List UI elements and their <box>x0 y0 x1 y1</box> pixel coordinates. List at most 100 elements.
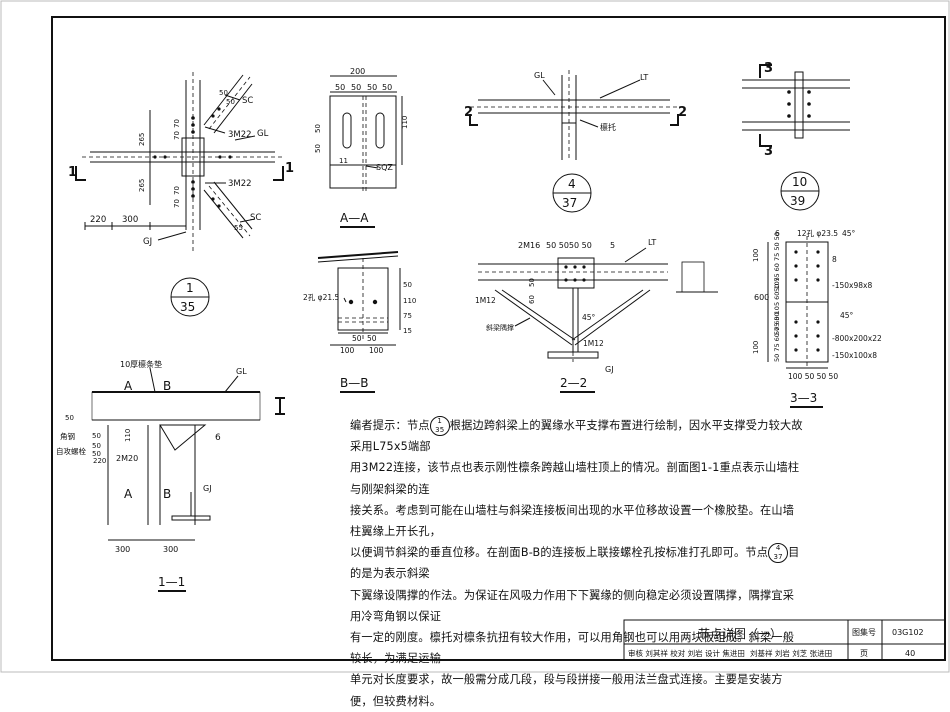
detail-section-22: 2M16 50 5050 50 5 LT 1M12 1M12 45° 斜梁隅撑 … <box>475 238 718 393</box>
note-line-2: 用3M22连接，该节点也表示刚性檩条跨越山墙柱顶上的情况。剖面图1-1重点表示山… <box>350 461 800 496</box>
s33-bottom-dims: 100 50 50 50 <box>788 372 838 381</box>
note-ref1-num: 1 <box>437 417 443 425</box>
dim-70d: 70 <box>173 199 181 208</box>
note-line4-b: 目的是为表示斜梁 <box>350 546 800 581</box>
drawing-frame <box>51 16 946 661</box>
s22-m12a: 1M12 <box>475 296 496 305</box>
drawing-sheet: 1 1 220 300 265 265 70 70 70 70 50 50 55… <box>0 0 950 673</box>
s11-gj: GJ <box>203 484 212 493</box>
label-gl: GL <box>257 129 269 139</box>
s33-dim-100a: 100 <box>752 249 760 262</box>
s11-dim-300a: 300 <box>115 545 130 554</box>
sec-3-bottom: 3 <box>764 144 773 159</box>
aa-dim-50-2: 50 <box>351 83 361 92</box>
bb-dim-50a: 50 <box>403 281 412 289</box>
sec-2-right: 2 <box>678 105 687 120</box>
aa-dim-50-3: 50 <box>367 83 377 92</box>
label-sc-top: SC <box>242 96 253 106</box>
label-sc-bottom: SC <box>250 213 261 223</box>
dim-265b: 265 <box>138 179 146 192</box>
detail-flange-10-39: 3 3 10 39 <box>742 61 850 211</box>
s11-title: 1—1 <box>158 575 185 589</box>
label-3m22-top: 3M22 <box>228 130 252 140</box>
s11-dim-6: 6 <box>215 433 221 443</box>
bb-plate <box>337 267 389 331</box>
ref-1-35-den: 35 <box>180 300 195 314</box>
detail-elevation-4-37: 2 2 GL LT 檩托 4 37 <box>464 70 687 213</box>
s33-dim-600: 600 <box>754 293 769 302</box>
note-ref2-den: 37 <box>773 553 783 562</box>
s22-gj: GJ <box>605 365 614 374</box>
aa-dim-50-4: 50 <box>382 83 392 92</box>
aa-dim-200: 200 <box>350 67 365 76</box>
s33-angle2: 45° <box>840 311 854 320</box>
s11-a-bot: A <box>124 487 133 501</box>
sheet-edge <box>0 0 950 673</box>
s33-title: 3—3 <box>790 391 817 405</box>
s33-vdims-bot: 50 75 60 75 50 <box>773 312 781 362</box>
note-line-6: 有一定的刚度。檩托对檩条抗扭有较大作用，可以用角钢也可以用两块板组成。斜梁一般较… <box>350 631 795 666</box>
s22-dims: 50 5050 50 <box>546 241 592 250</box>
s11-gl: GL <box>236 367 247 376</box>
aa-label-sqz: SQZ <box>376 163 393 172</box>
note-line4-a: 以便调节斜梁的垂直位移。在剖面B-B的连接板上联接螺栓孔按标准打孔即可。节点 <box>350 546 769 560</box>
label-gj: GJ <box>143 237 152 247</box>
aa-dim-50v2: 50 <box>314 124 322 133</box>
ref-4-37-den: 37 <box>562 196 577 210</box>
sec-1-left: 1 <box>68 165 77 180</box>
ref-10-39-den: 39 <box>790 194 805 208</box>
ref-4-37-num: 4 <box>568 177 576 191</box>
dim-50a: 50 <box>219 89 228 97</box>
sec-3-top: 3 <box>764 61 773 76</box>
note-line-7: 单元对长度要求，故一般需分成几段，段与段拼接一般用法兰盘式连接。主要是安装方便，… <box>350 673 783 708</box>
sec-1-right: 1 <box>285 161 294 176</box>
s11-dim-110: 110 <box>124 429 132 442</box>
aa-slot-right <box>375 112 385 149</box>
dim-300: 300 <box>122 215 138 225</box>
aa-dim-110: 110 <box>401 116 409 129</box>
s11-self-tap: 自攻螺栓 <box>56 446 86 456</box>
detail-section-33: 600 100 100 50 75 60 75 50 50 50 60 105 … <box>752 229 882 408</box>
s33-holes: 12孔 φ23.5 <box>797 229 838 238</box>
dim-70b: 70 <box>173 131 181 140</box>
bb-dim-75: 75 <box>403 312 412 320</box>
bb-dim-50c: 50 <box>367 334 377 343</box>
detail-section-bb: 2孔 φ21.5 50 110 75 15 50 50 100 100 B—B <box>303 251 416 393</box>
s22-dim50: 50 <box>528 278 536 287</box>
detail-section-aa: 200 50 50 50 50 110 50 50 11 SQZ A—A <box>314 67 409 228</box>
tb-roles: 审核 刘其祥 校对 刘岩 设计 焦进田 <box>628 648 745 658</box>
dim-55: 55 <box>234 224 243 232</box>
s22-title: 2—2 <box>560 376 587 390</box>
note-line-3: 接关系。考虑到可能在山墙柱与斜梁连接板间出现的水平位移故设置一个橡胶垫。在山墙柱… <box>350 503 795 539</box>
detail-plan-1-35: 1 1 220 300 265 265 70 70 70 70 50 50 55… <box>68 72 294 317</box>
s11-angle-steel: 角钢 <box>60 431 75 441</box>
bb-dim-50b: 50 <box>352 334 362 343</box>
s11-dim-300b: 300 <box>163 545 178 554</box>
s33-plate3: -150x100x8 <box>832 351 877 360</box>
tb-atlas-label: 图集号 <box>852 627 876 637</box>
aa-slot-left <box>342 112 352 149</box>
note-line1-a: 编者提示：节点 <box>350 419 430 432</box>
s22-dim5: 5 <box>610 241 615 250</box>
ae-label-lt: LT <box>640 73 648 82</box>
aa-dim-50-1: 50 <box>335 83 345 92</box>
ae-label-gl: GL <box>534 71 545 80</box>
s22-bolts: 2M16 <box>518 241 540 250</box>
s11-b-bot: B <box>163 487 171 501</box>
tb-title: 节点详图（一） <box>698 626 782 641</box>
dim-265a: 265 <box>138 133 146 146</box>
aa-dim-50v1: 50 <box>314 144 322 153</box>
detail-section-11: 10厚檩条垫 A B A B GL GJ 角钢 自攻螺栓 2M20 110 50… <box>56 359 285 592</box>
s11-dim-50top: 50 <box>65 414 74 422</box>
s33-dim-100b: 100 <box>752 341 760 354</box>
dim-220: 220 <box>90 215 106 225</box>
sec-2-left: 2 <box>464 105 473 120</box>
s11-dim-50b: 50 <box>92 442 101 450</box>
s11-a-top: A <box>124 379 133 393</box>
ref-1-35-num: 1 <box>186 281 194 295</box>
tb-page-label: 页 <box>860 649 868 658</box>
